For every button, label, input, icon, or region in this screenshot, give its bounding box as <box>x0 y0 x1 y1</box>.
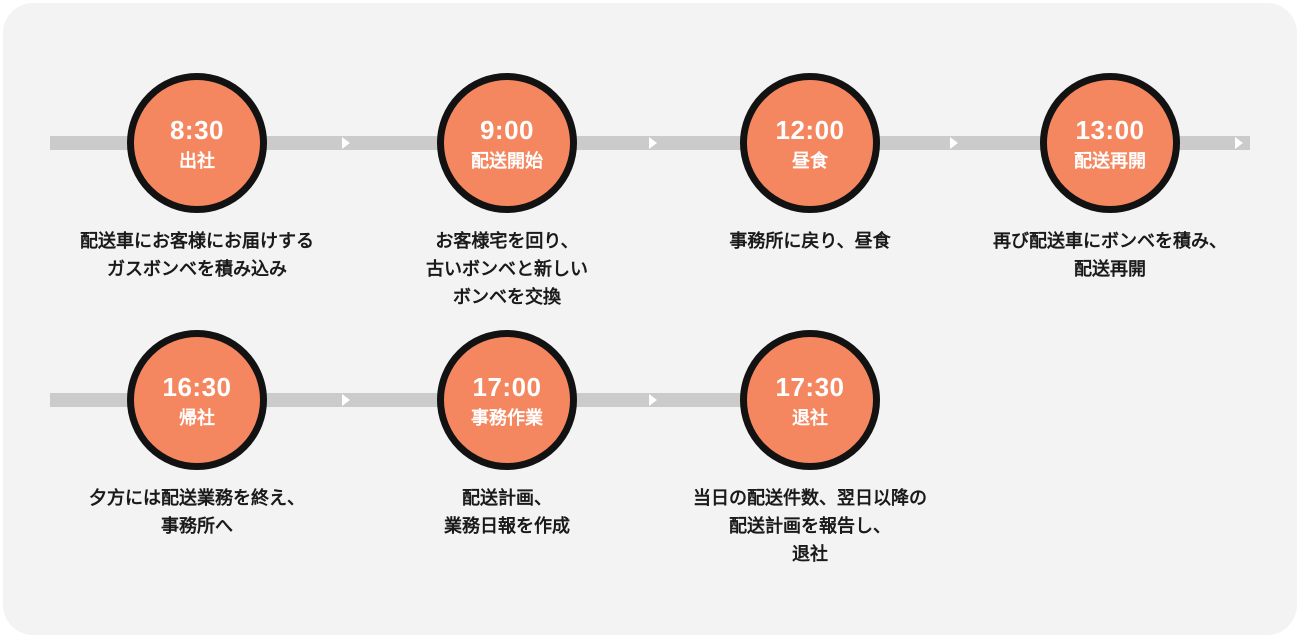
node-description: 夕方には配送業務を終え、事務所へ <box>27 484 367 540</box>
description-line: 当日の配送件数、翌日以降の <box>693 488 927 508</box>
timeline-node: 17:00 事務作業 <box>437 330 577 470</box>
description-line: 配送車にお客様にお届けする <box>80 231 314 251</box>
node-time: 17:30 <box>775 371 845 402</box>
node-time: 12:00 <box>775 114 845 145</box>
node-time: 9:00 <box>479 114 535 145</box>
node-description: 事務所に戻り、昼食 <box>640 227 980 255</box>
node-description: 再び配送車にボンベを積み、配送再開 <box>940 227 1280 283</box>
timeline-node: 12:00 昼食 <box>740 73 880 213</box>
node-description: 配送車にお客様にお届けするガスボンベを積み込み <box>27 227 367 283</box>
node-label: 退社 <box>792 407 828 428</box>
arrow-right-icon <box>950 137 958 149</box>
node-time: 13:00 <box>1075 114 1145 145</box>
arrow-right-icon <box>342 394 350 406</box>
node-description: 当日の配送件数、翌日以降の配送計画を報告し、退社 <box>640 484 980 568</box>
description-line: 配送計画、 <box>462 488 552 508</box>
timeline-node: 17:30 退社 <box>740 330 880 470</box>
arrow-right-icon <box>342 137 350 149</box>
description-line: 再び配送車にボンベを積み、 <box>993 231 1227 251</box>
description-line: 古いボンベと新しい <box>426 259 588 279</box>
timeline-node: 16:30 帰社 <box>127 330 267 470</box>
description-line: 事務所へ <box>161 516 233 536</box>
node-time: 17:00 <box>472 371 542 402</box>
description-line: 配送計画を報告し、 <box>729 516 891 536</box>
node-time: 16:30 <box>162 371 232 402</box>
description-line: 事務所に戻り、昼食 <box>729 231 891 251</box>
node-time: 8:30 <box>169 114 225 145</box>
node-label: 配送再開 <box>1074 150 1146 171</box>
node-label: 出社 <box>179 150 215 171</box>
description-line: ガスボンベを積み込み <box>107 259 287 279</box>
timeline-node: 8:30 出社 <box>127 73 267 213</box>
timeline-node: 13:00 配送再開 <box>1040 73 1180 213</box>
description-line: お客様宅を回り、 <box>435 231 579 251</box>
arrow-right-icon <box>648 394 657 406</box>
description-line: ボンベを交換 <box>453 287 561 307</box>
node-label: 昼食 <box>792 150 828 171</box>
node-label: 事務作業 <box>471 407 543 428</box>
description-line: 業務日報を作成 <box>444 516 570 536</box>
arrow-right-icon <box>648 137 657 149</box>
node-label: 帰社 <box>179 407 215 428</box>
description-line: 夕方には配送業務を終え、 <box>89 488 305 508</box>
timeline-node: 9:00 配送開始 <box>437 73 577 213</box>
description-line: 退社 <box>792 544 828 564</box>
arrow-right-icon <box>1235 137 1243 149</box>
description-line: 配送再開 <box>1074 259 1146 279</box>
node-description: お客様宅を回り、古いボンベと新しいボンベを交換 <box>337 227 677 311</box>
node-description: 配送計画、業務日報を作成 <box>337 484 677 540</box>
node-label: 配送開始 <box>471 150 543 171</box>
